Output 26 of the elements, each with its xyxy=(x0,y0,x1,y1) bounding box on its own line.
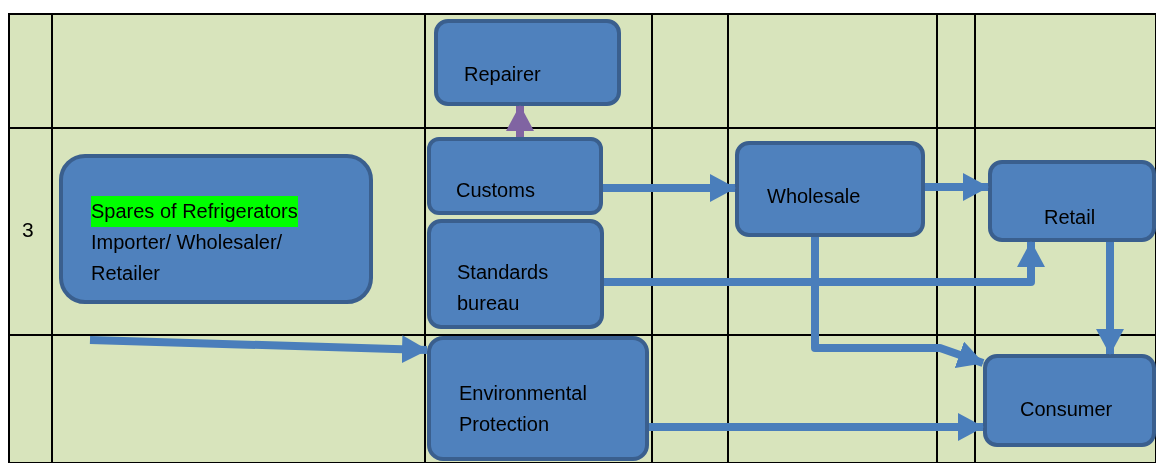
arrow xyxy=(1096,242,1124,355)
highlighted-label: Spares of Refrigerators xyxy=(91,196,298,227)
arrow xyxy=(603,174,736,202)
process-box xyxy=(59,154,373,304)
process-box xyxy=(427,219,604,329)
box-label: Retail xyxy=(1044,205,1096,230)
process-box xyxy=(434,19,621,106)
box-label: Environmental Protection xyxy=(459,381,588,437)
box-label: Wholesale xyxy=(767,184,861,209)
box-label: Consumer xyxy=(1020,397,1113,422)
row-number: 3 xyxy=(22,218,34,242)
arrow xyxy=(604,241,1045,286)
process-box xyxy=(427,137,603,215)
box-label: Customs xyxy=(456,178,535,203)
process-box xyxy=(988,160,1156,242)
arrow xyxy=(811,237,985,368)
box-label: Repairer xyxy=(464,62,541,87)
box-label: Importer/ Wholesaler/ Retailer xyxy=(91,230,284,286)
arrow xyxy=(89,335,428,364)
process-box xyxy=(735,141,925,237)
arrow xyxy=(506,105,534,137)
process-box xyxy=(983,354,1156,447)
box-label: Standards bureau xyxy=(457,260,550,316)
process-box xyxy=(427,336,649,461)
arrow xyxy=(649,413,984,441)
arrow xyxy=(925,173,989,201)
